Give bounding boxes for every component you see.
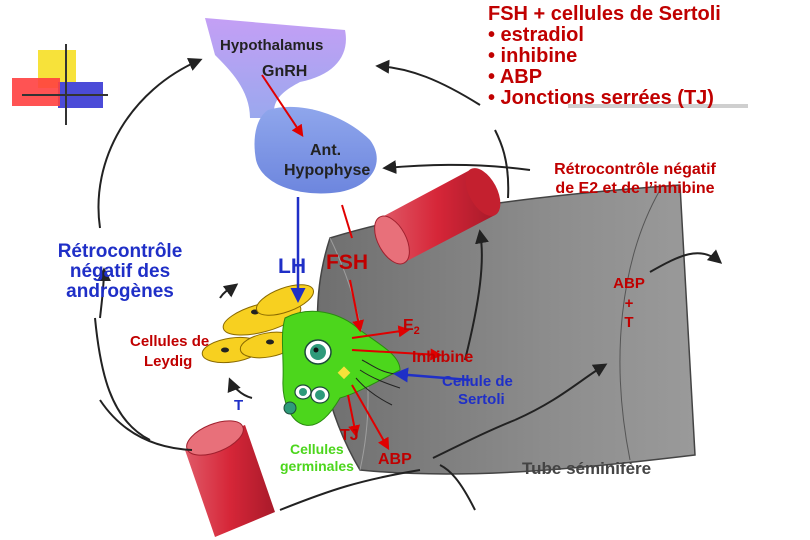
fsh-sertoli-item: • estradiol — [488, 24, 584, 46]
label-tj: TJ — [340, 427, 359, 444]
abp-t-line: + — [624, 294, 634, 312]
fsh-sertoli-title: FSH + cellules de Sertoli — [488, 3, 721, 25]
feedback-left-label: Rétrocontrôle négatif des androgènes — [30, 242, 210, 302]
label-t: T — [234, 397, 244, 414]
label-ant-hypophyse-1: Ant. — [310, 142, 342, 159]
blood-vessel-bottom — [185, 420, 275, 537]
arrow-to-hypothalamus — [97, 57, 203, 229]
arrow-to-hypothalamus-right — [375, 59, 481, 106]
label-e2: E2 — [403, 317, 420, 338]
label-fsh: FSH — [326, 251, 368, 274]
feedback-right-line: de E2 et de l’inhibine — [555, 180, 715, 198]
gnrh-arrow — [261, 74, 304, 137]
label-abp: ABP — [378, 451, 412, 468]
abp-t-line: ABP — [613, 275, 645, 292]
feedback-left-line: négatif des — [69, 260, 171, 282]
label-leydig-1: Cellules de — [130, 333, 210, 350]
fsh-sertoli-block: FSH + cellules de Sertoli • estradiol • … — [488, 4, 721, 109]
blood-vessel-top — [374, 168, 501, 265]
abp-t-line: T — [624, 314, 634, 331]
label-germinales-1: Cellules — [290, 441, 344, 457]
arrow-to-abp — [279, 469, 421, 511]
label-lh: LH — [278, 255, 306, 278]
label-e2-sub: 2 — [413, 325, 420, 338]
label-hypothalamus: Hypothalamus — [220, 37, 324, 54]
arrow-up-from-sertoli — [494, 129, 510, 199]
label-germinales-2: germinales — [280, 458, 354, 474]
feedback-left-line: Rétrocontrôle — [57, 241, 183, 262]
feedback-arrows — [94, 57, 723, 511]
label-leydig-2: Leydig — [144, 353, 193, 370]
arrow-from-vessel-left — [94, 317, 151, 441]
corner-logo-icon — [12, 44, 108, 125]
feedback-right-line: Rétrocontrôle négatif — [554, 161, 716, 178]
hypothalamus — [205, 18, 346, 118]
abp-t-box: ABP + T — [606, 274, 652, 333]
fsh-sertoli-item: • inhibine — [488, 45, 578, 67]
label-tube: Tube séminifère — [522, 459, 652, 478]
inhibine-arrow — [351, 348, 443, 361]
label-ant-hypophyse-2: Hypophyse — [284, 162, 371, 179]
label-gnrh: GnRH — [262, 63, 308, 80]
anterior-pituitary — [254, 106, 377, 194]
tj-arrow — [347, 394, 361, 438]
feedback-right-label: Rétrocontrôle négatif de E2 et de l’inhi… — [520, 160, 750, 198]
fsh-line — [341, 204, 353, 239]
fsh-sertoli-item: • ABP — [488, 66, 543, 88]
label-e2-main: E — [403, 317, 414, 334]
sertoli-pointer-arrow — [393, 367, 471, 383]
label-sertoli-2: Sertoli — [458, 391, 505, 408]
hormone-arrows-red — [261, 74, 443, 451]
label-sertoli-1: Cellule de — [442, 373, 513, 390]
hormone-arrows-blue — [290, 197, 471, 383]
feedback-left-line: androgènes — [66, 280, 174, 302]
label-inhibine: Inhibine — [412, 349, 474, 366]
arrow-to-hypophyse-right — [382, 160, 531, 175]
fsh-sertoli-item: • Jonctions serrées (TJ) — [488, 87, 714, 109]
e2-arrow — [351, 325, 411, 339]
abp-arrow — [351, 384, 390, 451]
